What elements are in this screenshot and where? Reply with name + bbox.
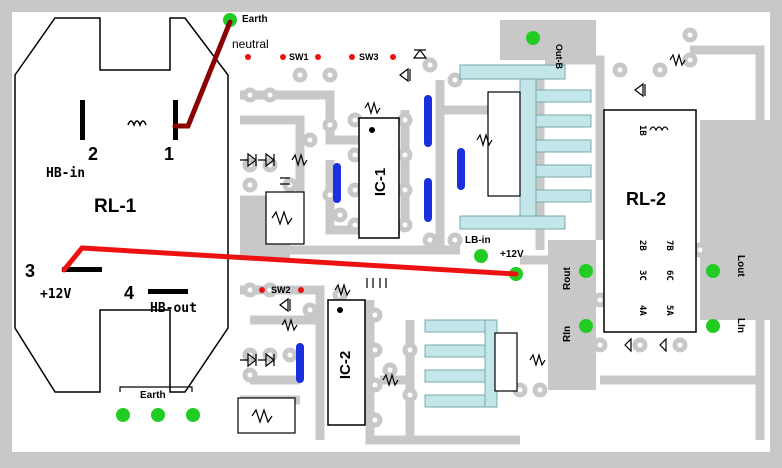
coil-icon [649, 126, 669, 132]
coil-icon [127, 120, 147, 128]
trimmer-box-2 [237, 397, 296, 434]
rout-pad [579, 264, 593, 278]
plus12-label-right: +12V [500, 249, 524, 260]
lb-in-label: LB-in [465, 235, 491, 246]
relay1-pin1-bar [173, 100, 178, 140]
relay1-pin4-bar [148, 289, 188, 294]
lout-pad [706, 264, 720, 278]
relay1-pin3-label: 3 [25, 261, 35, 281]
relay2-title: RL-2 [626, 189, 666, 209]
ic2-pin1-dot [337, 307, 343, 313]
lout-label: Lout [735, 255, 746, 277]
regulator-bottom [494, 332, 518, 392]
relay1-pin3-bar [62, 267, 102, 272]
ic2-label: IC-2 [337, 351, 354, 379]
rin-label: RIn [562, 326, 573, 342]
relay1-pin4-label: 4 [124, 283, 134, 303]
trimmer-box-1 [265, 191, 305, 245]
relay2-pin-4a: 4A [637, 305, 647, 316]
ic1-label: IC-1 [372, 168, 389, 196]
relay1-hb-in-label: HB-in [46, 166, 85, 181]
resistor-icon [271, 210, 293, 226]
earth-pad-3 [186, 408, 200, 422]
switch-pads [245, 54, 396, 293]
relay1-hb-out-label: HB-out [150, 301, 197, 316]
ic1-pin1-dot [369, 127, 375, 133]
lin-pad [706, 319, 720, 333]
sw2-label: SW2 [271, 285, 291, 295]
relay1-title: RL-1 [94, 196, 137, 217]
ic1-body [358, 117, 400, 239]
trace-block [548, 240, 596, 390]
relay2-pin-5a: 5A [664, 305, 674, 316]
rout-label: Rout [562, 267, 573, 290]
heatsink-top [459, 64, 592, 230]
lb-in-pad [474, 249, 488, 263]
lin-label: LIn [735, 318, 746, 333]
relay2-pin-7b: 7B [664, 240, 674, 251]
sw3-label: SW3 [359, 52, 379, 62]
relay1-12v-label: +12V [40, 287, 71, 302]
earth-bottom-label: Earth [140, 390, 166, 401]
relay1-pin2-label: 2 [88, 144, 98, 164]
out-b-pad [526, 31, 540, 45]
relay2-pin-1b: 1B [637, 125, 647, 136]
regulator-top [487, 91, 521, 197]
rin-pad [579, 319, 593, 333]
relay2-pin-2b: 2B [637, 240, 647, 251]
heatsink-bottom [424, 319, 498, 408]
resistor-icon [251, 408, 273, 424]
relay1-pin1-label: 1 [164, 144, 174, 164]
neutral-label: neutral [232, 37, 269, 51]
earth-bracket [119, 386, 193, 392]
brown-earth-wire [172, 19, 233, 129]
earth-pad-2 [151, 408, 165, 422]
relay2-body [603, 109, 697, 333]
sw1-label: SW1 [289, 52, 309, 62]
red-12v-wire [61, 245, 519, 277]
earth-top-label: Earth [242, 14, 268, 25]
electrolytic-capacitors [296, 95, 465, 383]
small-components [240, 49, 686, 388]
ic2-body [327, 299, 366, 426]
relay2-pin-3c: 3C [637, 270, 647, 281]
relay1-pin2-bar [80, 100, 85, 140]
trace-block [700, 120, 770, 320]
out-b-label: Out-B [554, 44, 564, 69]
earth-pad-1 [116, 408, 130, 422]
relay2-pin-6c: 6C [664, 270, 674, 281]
trace-block [500, 20, 596, 60]
